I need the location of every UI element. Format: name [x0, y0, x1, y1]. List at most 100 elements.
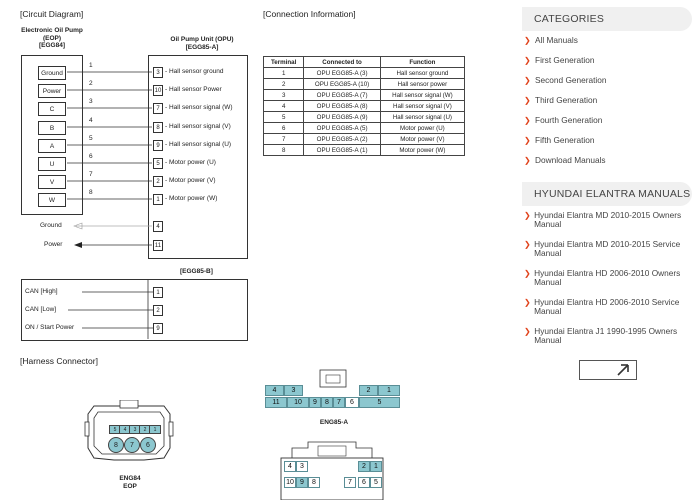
eop-code: [EGG84]	[38, 42, 65, 49]
eng84-caption: ENG84 EOP	[110, 475, 150, 490]
chevron-right-icon: ❯	[524, 36, 531, 45]
manual-link[interactable]: ❯Hyundai Elantra MD 2010-2015 Owners Man…	[524, 211, 690, 229]
eng85b-pin: 4	[284, 461, 296, 472]
eng85a-pin: 5	[359, 397, 400, 408]
table-cell: Hall sensor signal (U)	[379, 111, 466, 123]
wiring-lines	[67, 71, 152, 248]
circuit-diagram-title: [Circuit Diagram]	[20, 9, 84, 19]
table-cell: 8	[262, 144, 305, 156]
eop-pin-number: 8	[89, 189, 93, 196]
power-pin: 11	[153, 240, 163, 251]
chevron-right-icon: ❯	[524, 211, 531, 220]
table-cell: OPU EGG85-A (10)	[303, 78, 381, 90]
eop-pin-number: 7	[89, 171, 93, 178]
opu-code: [EGG85-A]	[185, 43, 219, 51]
manual-label: Hyundai Elantra MD 2010-2015 Owners Manu…	[534, 210, 682, 229]
opu-pin-number: 2	[153, 176, 163, 187]
category-link[interactable]: ❯ Fifth Generation	[524, 135, 595, 146]
category-link[interactable]: ❯Download Manuals	[524, 156, 606, 166]
scroll-top-button[interactable]	[579, 360, 637, 380]
egg85b-pin-label: ON / Start Power	[25, 324, 75, 331]
eng85b-pin: 7	[344, 477, 356, 488]
table-cell: OPU EGG85-A (8)	[303, 100, 381, 112]
eng85b-pin: 10	[284, 477, 296, 488]
opu-pin-number: 10	[153, 85, 163, 96]
manual-link[interactable]: ❯Hyundai Elantra HD 2006-2010 Owners Man…	[524, 269, 690, 287]
manuals-title: HYUNDAI ELANTRA MANUALS	[534, 188, 691, 200]
category-link[interactable]: ❯Third Generation	[524, 96, 597, 106]
egg85b-code: [EGG85-B]	[180, 268, 213, 275]
table-cell: OPU EGG85-A (5)	[303, 122, 381, 134]
opu-pin-label: - Motor power (W)	[165, 195, 218, 202]
table-cell: Hall sensor signal (W)	[379, 89, 466, 101]
harness-connector-title: [Harness Connector]	[20, 356, 98, 366]
manual-link[interactable]: ❯Hyundai Elantra HD 2006-2010 Service Ma…	[524, 298, 690, 316]
chevron-right-icon: ❯	[524, 136, 531, 145]
eng85b-pin: 2	[358, 461, 370, 472]
table-cell: 2	[262, 78, 305, 90]
category-link[interactable]: ❯Second Generation	[524, 75, 607, 86]
opu-label: Oil Pump Unit (OPU)	[170, 36, 234, 43]
chevron-right-icon: ❯	[524, 269, 531, 278]
table-cell: OPU EGG85-A (9)	[303, 111, 381, 123]
table-cell: Motor power (V)	[379, 133, 466, 145]
eop-pin-box: Power	[38, 84, 66, 98]
chevron-right-icon: ❯	[524, 298, 531, 307]
chevron-right-icon: ❯	[524, 116, 531, 125]
eng84-name: ENG84	[119, 475, 141, 482]
opu-pin-number: 5	[153, 158, 163, 169]
eng85a-pin: 3	[284, 385, 303, 396]
category-label: Second Generation	[535, 75, 607, 85]
opu-pin-label: - Hall sensor signal (V)	[165, 123, 231, 130]
categories-title: CATEGORIES	[534, 13, 605, 25]
eng85b-pin: 8	[308, 477, 320, 488]
manual-link[interactable]: ❯Hyundai Elantra MD 2010-2015 Service Ma…	[524, 240, 690, 258]
opu-box	[148, 55, 248, 259]
eop-pin-box: U	[38, 157, 66, 171]
opu-pin-number: 9	[153, 140, 163, 151]
opu-pin-label: - Hall sensor signal (W)	[165, 104, 233, 111]
table-cell: 6	[262, 122, 305, 134]
manual-label: Hyundai Elantra J1 1990-1995 Owners Manu…	[534, 326, 678, 345]
eng85b-pin: 1	[370, 461, 382, 472]
category-link[interactable]: ❯ All Manuals	[524, 35, 578, 46]
opu-pin-label: - Motor power (U)	[165, 159, 216, 166]
manuals-header: HYUNDAI ELANTRA MANUALS	[522, 182, 692, 206]
chevron-right-icon: ❯	[524, 240, 531, 249]
opu-pin-label: - Hall sensor ground	[165, 68, 224, 75]
eng85a-pin: 8	[321, 397, 333, 408]
egg85b-pin-number: 2	[153, 305, 163, 316]
eng85a-name: ENG85-A	[319, 419, 349, 426]
category-label: All Manuals	[535, 35, 578, 45]
table-cell: Hall sensor ground	[379, 67, 466, 79]
eng85b-pin: 3	[296, 461, 308, 472]
eng85b-pin: 6	[358, 477, 370, 488]
table-cell: OPU EGG85-A (7)	[303, 89, 381, 101]
ground-label: Ground	[40, 222, 62, 229]
category-link[interactable]: ❯First Generation	[524, 56, 594, 66]
opu-pin-number: 8	[153, 122, 163, 133]
eng84-pin: 1	[149, 425, 161, 434]
manual-label: Hyundai Elantra HD 2006-2010 Owners Manu…	[534, 268, 681, 287]
categories-header: CATEGORIES	[522, 7, 692, 31]
egg85b-box	[21, 279, 248, 341]
egg85b-pin-number: 1	[153, 287, 163, 298]
egg85b-pin-label: CAN [High]	[25, 288, 58, 295]
opu-pin-number: 3	[153, 67, 163, 78]
egg85b-pin-label: CAN [Low]	[25, 306, 57, 313]
table-cell: Motor power (U)	[379, 122, 466, 134]
opu-pin-number: 1	[153, 194, 163, 205]
manual-link[interactable]: ❯Hyundai Elantra J1 1990-1995 Owners Man…	[524, 327, 690, 345]
eng85a-pin: 7	[333, 397, 345, 408]
category-label: Fifth Generation	[535, 135, 595, 145]
chevron-right-icon: ❯	[524, 96, 531, 105]
category-link[interactable]: ❯Fourth Generation	[524, 116, 602, 126]
